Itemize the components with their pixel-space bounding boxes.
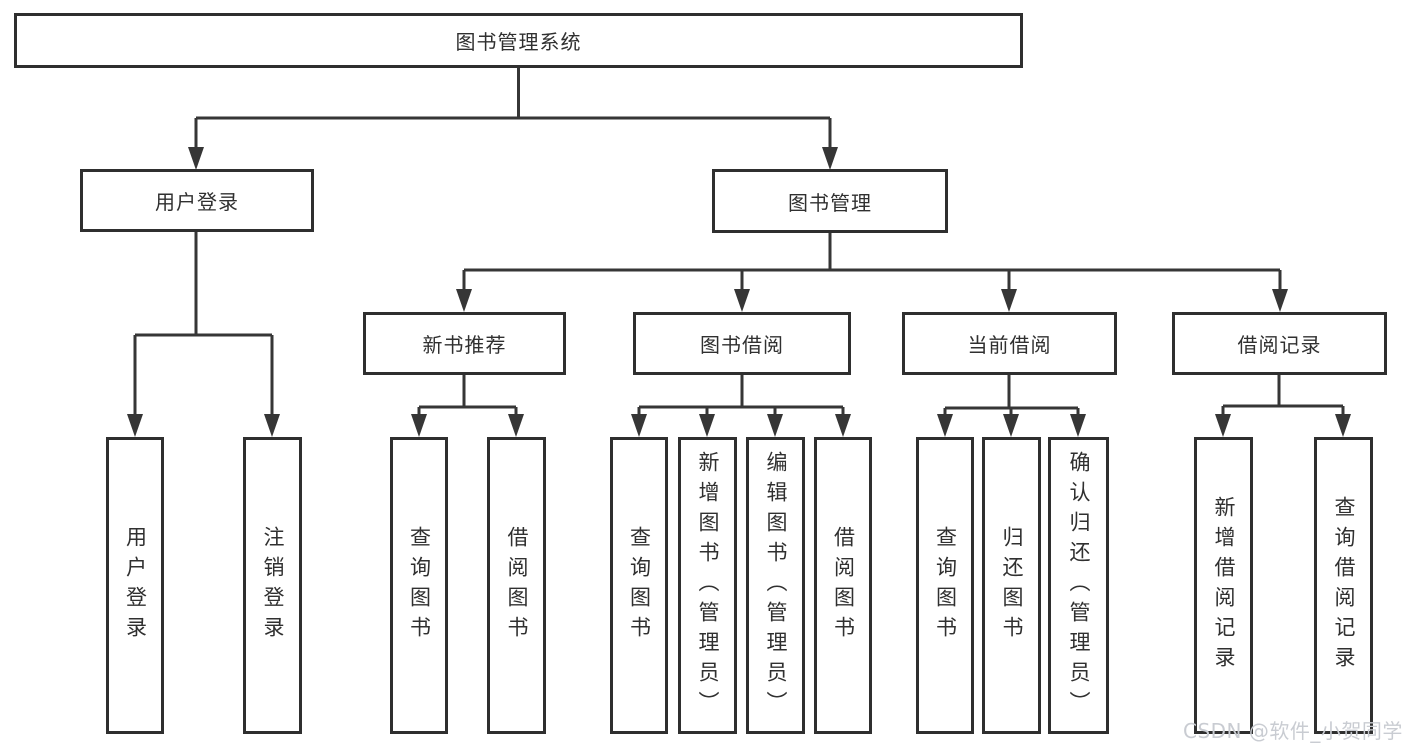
leaf-query-borrow-record: 查询借阅记录 (1314, 437, 1373, 734)
leaf-return-books: 归还图书 (982, 437, 1041, 734)
leaf-add-books-admin: 新增图书（管理员） (678, 437, 737, 734)
node-book-borrow: 图书借阅 (633, 312, 851, 375)
node-library-system: 图书管理系统 (14, 13, 1023, 68)
node-book-management: 图书管理 (712, 169, 948, 233)
node-new-book-recommend: 新书推荐 (363, 312, 566, 375)
leaf-borrow-books-recommend: 借阅图书 (487, 437, 546, 734)
leaf-add-borrow-record: 新增借阅记录 (1194, 437, 1253, 734)
leaf-edit-books-admin: 编辑图书（管理员） (746, 437, 805, 734)
leaf-borrow-books: 借阅图书 (814, 437, 872, 734)
leaf-confirm-return-admin: 确认归还（管理员） (1048, 437, 1109, 734)
csdn-watermark: CSDN @软件_小贺同学 (1183, 719, 1403, 743)
node-borrow-records: 借阅记录 (1172, 312, 1387, 375)
leaf-user-login: 用户登录 (106, 437, 164, 734)
node-current-borrow: 当前借阅 (902, 312, 1117, 375)
leaf-query-books-current: 查询图书 (916, 437, 974, 734)
leaf-logout-login: 注销登录 (243, 437, 302, 734)
leaf-query-books-recommend: 查询图书 (390, 437, 448, 734)
node-user-login: 用户登录 (80, 169, 314, 232)
leaf-query-books-borrow: 查询图书 (610, 437, 668, 734)
